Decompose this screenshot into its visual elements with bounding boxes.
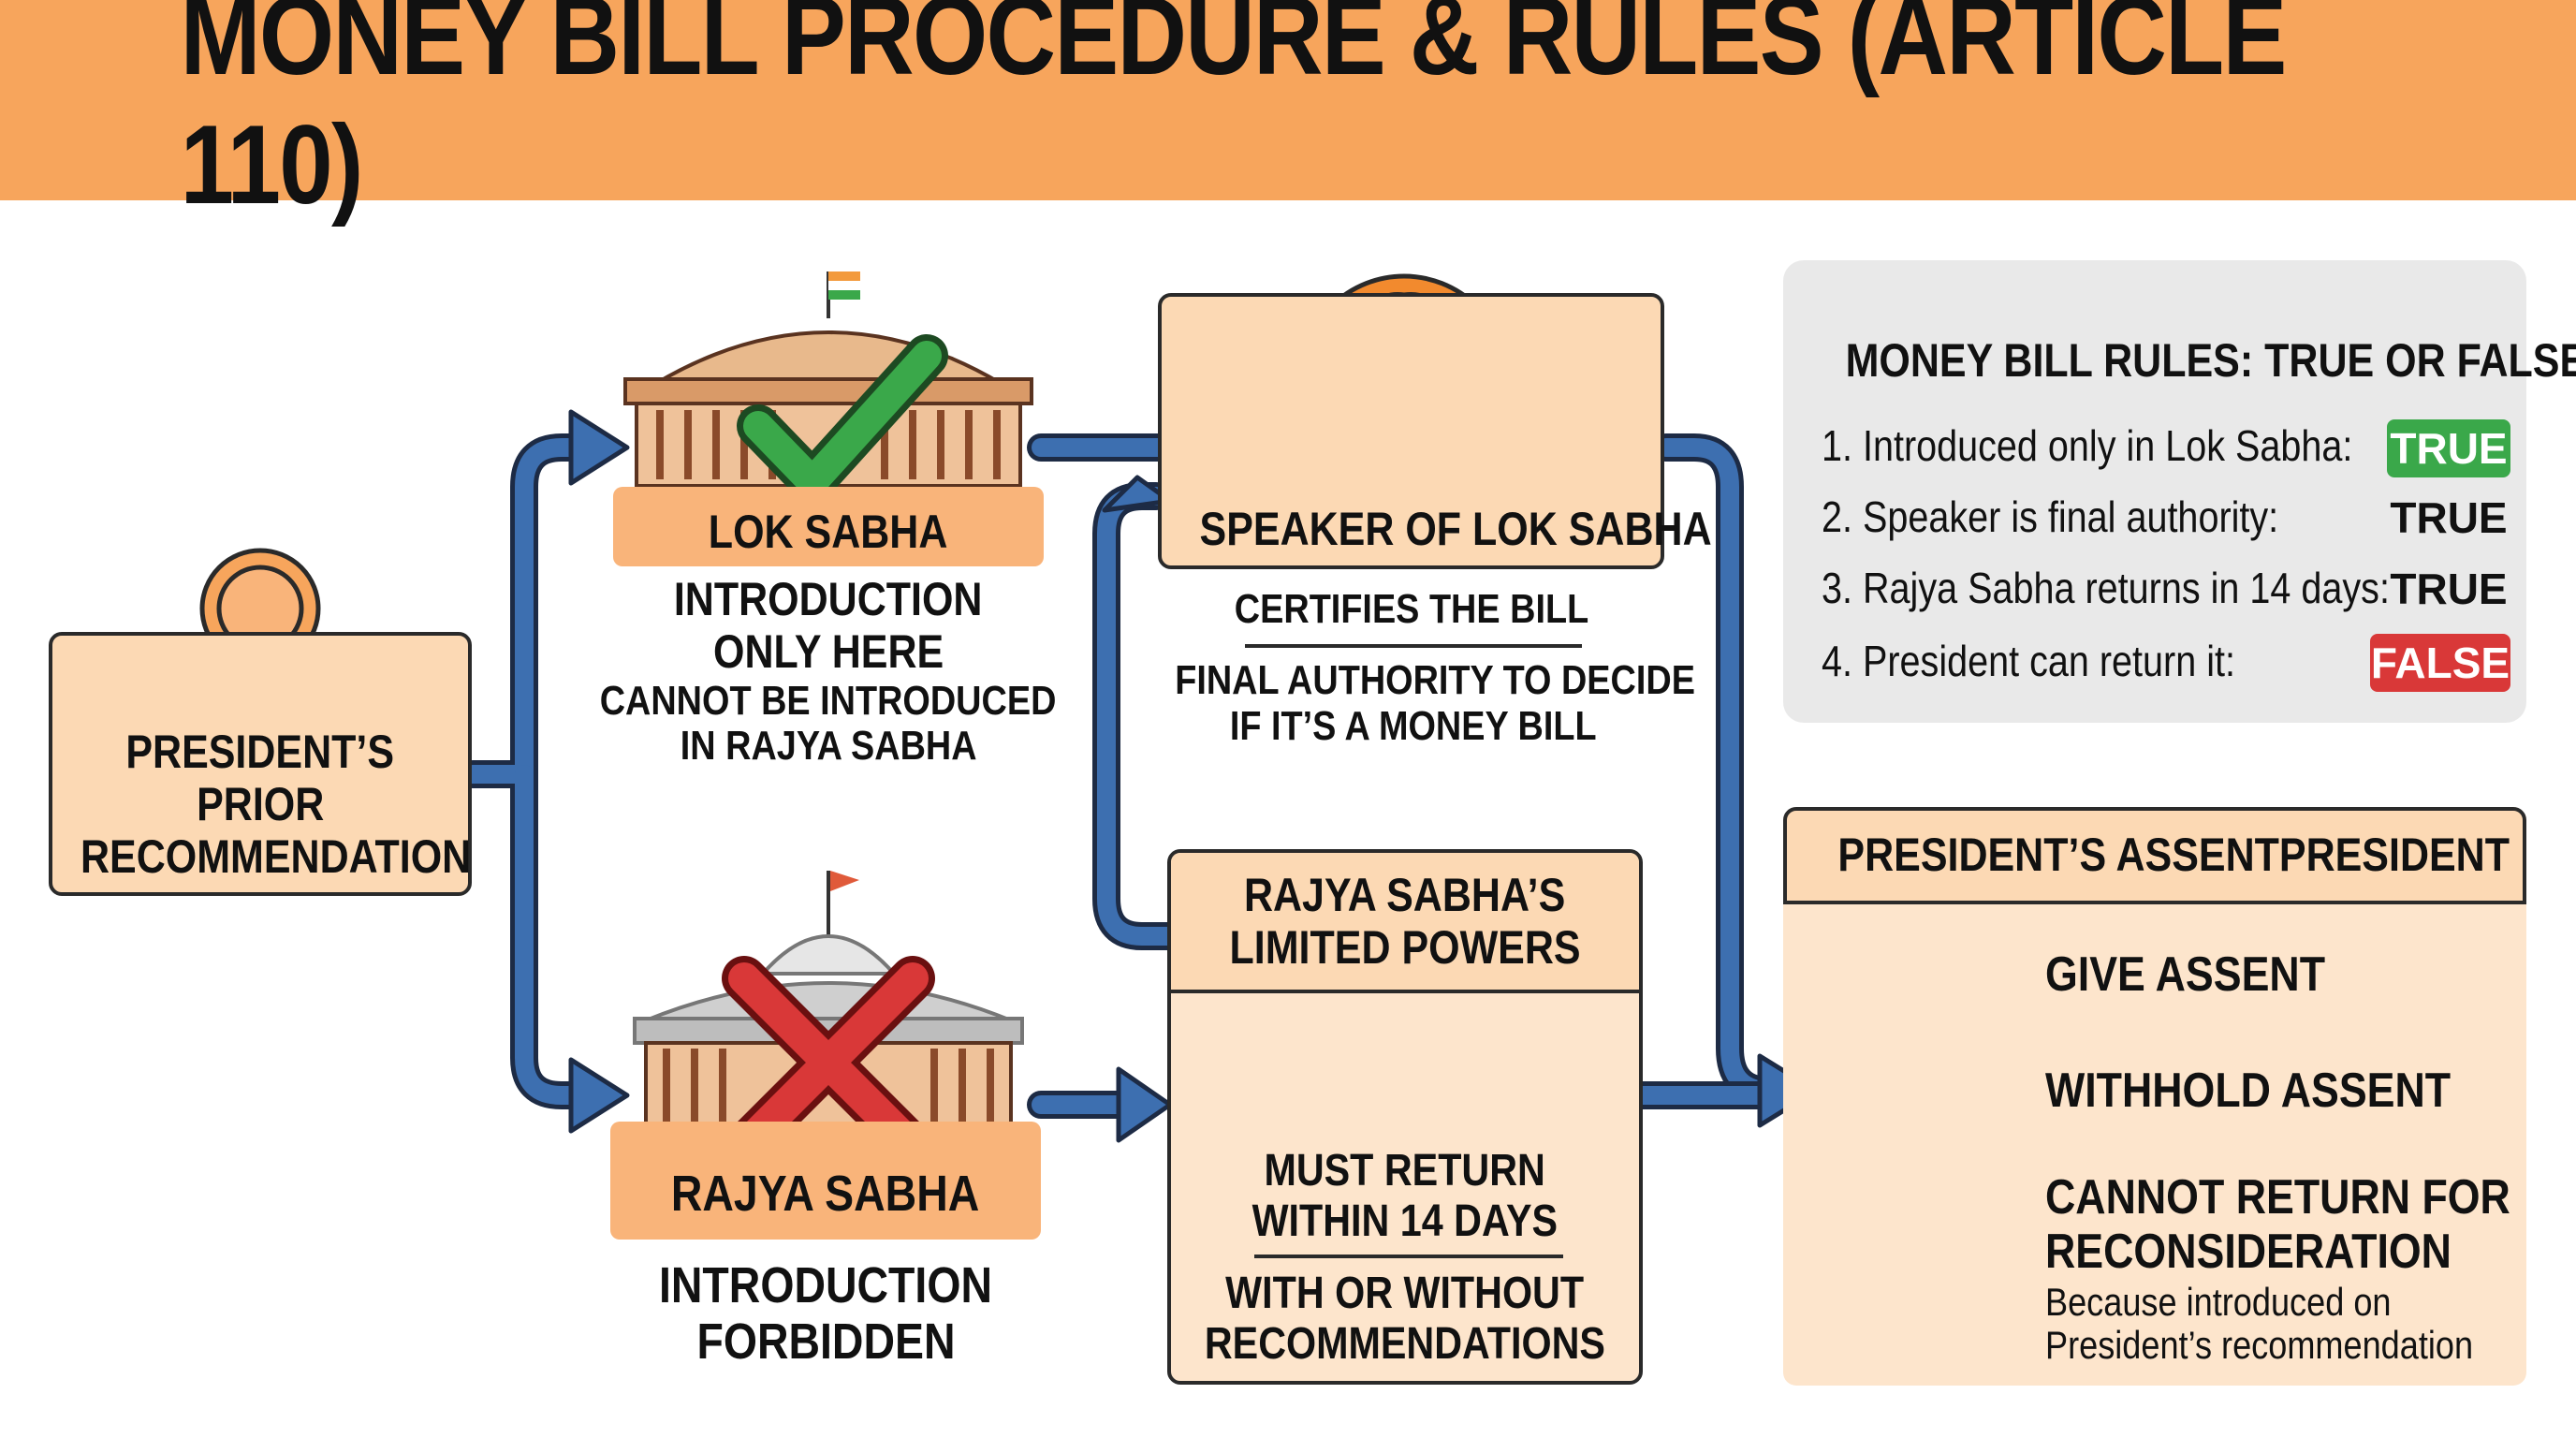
rule-verdict-3: TRUE [2390, 565, 2508, 613]
lok-sabha-notes: INTRODUCTION ONLY HERE [674, 573, 983, 678]
rule-verdict-4: FALSE [2370, 634, 2510, 692]
speaker-authority: FINAL AUTHORITY TO DECIDE IF IT’S A MONE… [1175, 657, 1695, 750]
president-recommendation-box [49, 632, 472, 896]
rule-item-3: 3. Rajya Sabha returns in 14 days: [1822, 564, 2390, 612]
assent-withhold: WITHHOLD ASSENT [2045, 1064, 2452, 1118]
rajya-powers-divider [1254, 1255, 1563, 1258]
flow-connectors [459, 433, 1793, 1119]
assent-cannot-return: CANNOT RETURN FOR RECONSIDERATION [2045, 1170, 2510, 1280]
speaker-divider [1245, 644, 1582, 648]
speaker-label: SPEAKER OF LOK SABHA [1199, 503, 1712, 555]
rule-item-2: 2. Speaker is final authority: [1822, 492, 2279, 541]
page-title: MONEY BILL PROCEDURE & RULES (ARTICLE 11… [180, 0, 2288, 227]
speaker-certifies: CERTIFIES THE BILL [1234, 586, 1588, 632]
speaker-box [1158, 293, 1664, 569]
lok-sabha-label: LOK SABHA [709, 506, 948, 558]
rule-verdict-1: TRUE [2387, 419, 2510, 477]
rajya-powers-header [1171, 853, 1639, 993]
lok-sabha-subnotes: CANNOT BE INTRODUCED IN RAJYA SABHA [600, 678, 1057, 770]
assent-header [1783, 807, 2526, 904]
rule-verdict-2: TRUE [2390, 493, 2508, 542]
header-bar [0, 0, 2576, 200]
rajya-powers-title: RAJYA SABHA’S LIMITED POWERS [1229, 869, 1581, 974]
rajya-sabha-notes: INTRODUCTION FORBIDDEN [658, 1257, 993, 1371]
president-recommendation-label: PRESIDENT’S PRIOR RECOMMENDATION [80, 726, 472, 883]
rules-title: MONEY BILL RULES: TRUE OR FALSE? [1845, 334, 2576, 387]
rule-item-1: 1. Introduced only in Lok Sabha: [1822, 421, 2353, 470]
checkmark-icon [737, 334, 948, 504]
rule-item-4: 4. President can return it: [1822, 637, 2235, 685]
assent-because-note: Because introduced on President’s recomm… [2045, 1280, 2474, 1368]
assent-title: PRESIDENT’S ASSENTPRESIDENT [1837, 829, 2510, 881]
cross-icon [722, 956, 935, 1169]
lok-sabha-label-box [613, 487, 1044, 566]
rajya-powers-recommendations: WITH OR WITHOUT RECOMMENDATIONS [1204, 1269, 1606, 1369]
assent-give: GIVE ASSENT [2045, 947, 2326, 1002]
rajya-sabha-label: RAJYA SABHA [671, 1166, 980, 1222]
rajya-sabha-label-box [610, 1122, 1041, 1240]
rajya-powers-return: MUST RETURN WITHIN 14 DAYS [1251, 1146, 1559, 1246]
